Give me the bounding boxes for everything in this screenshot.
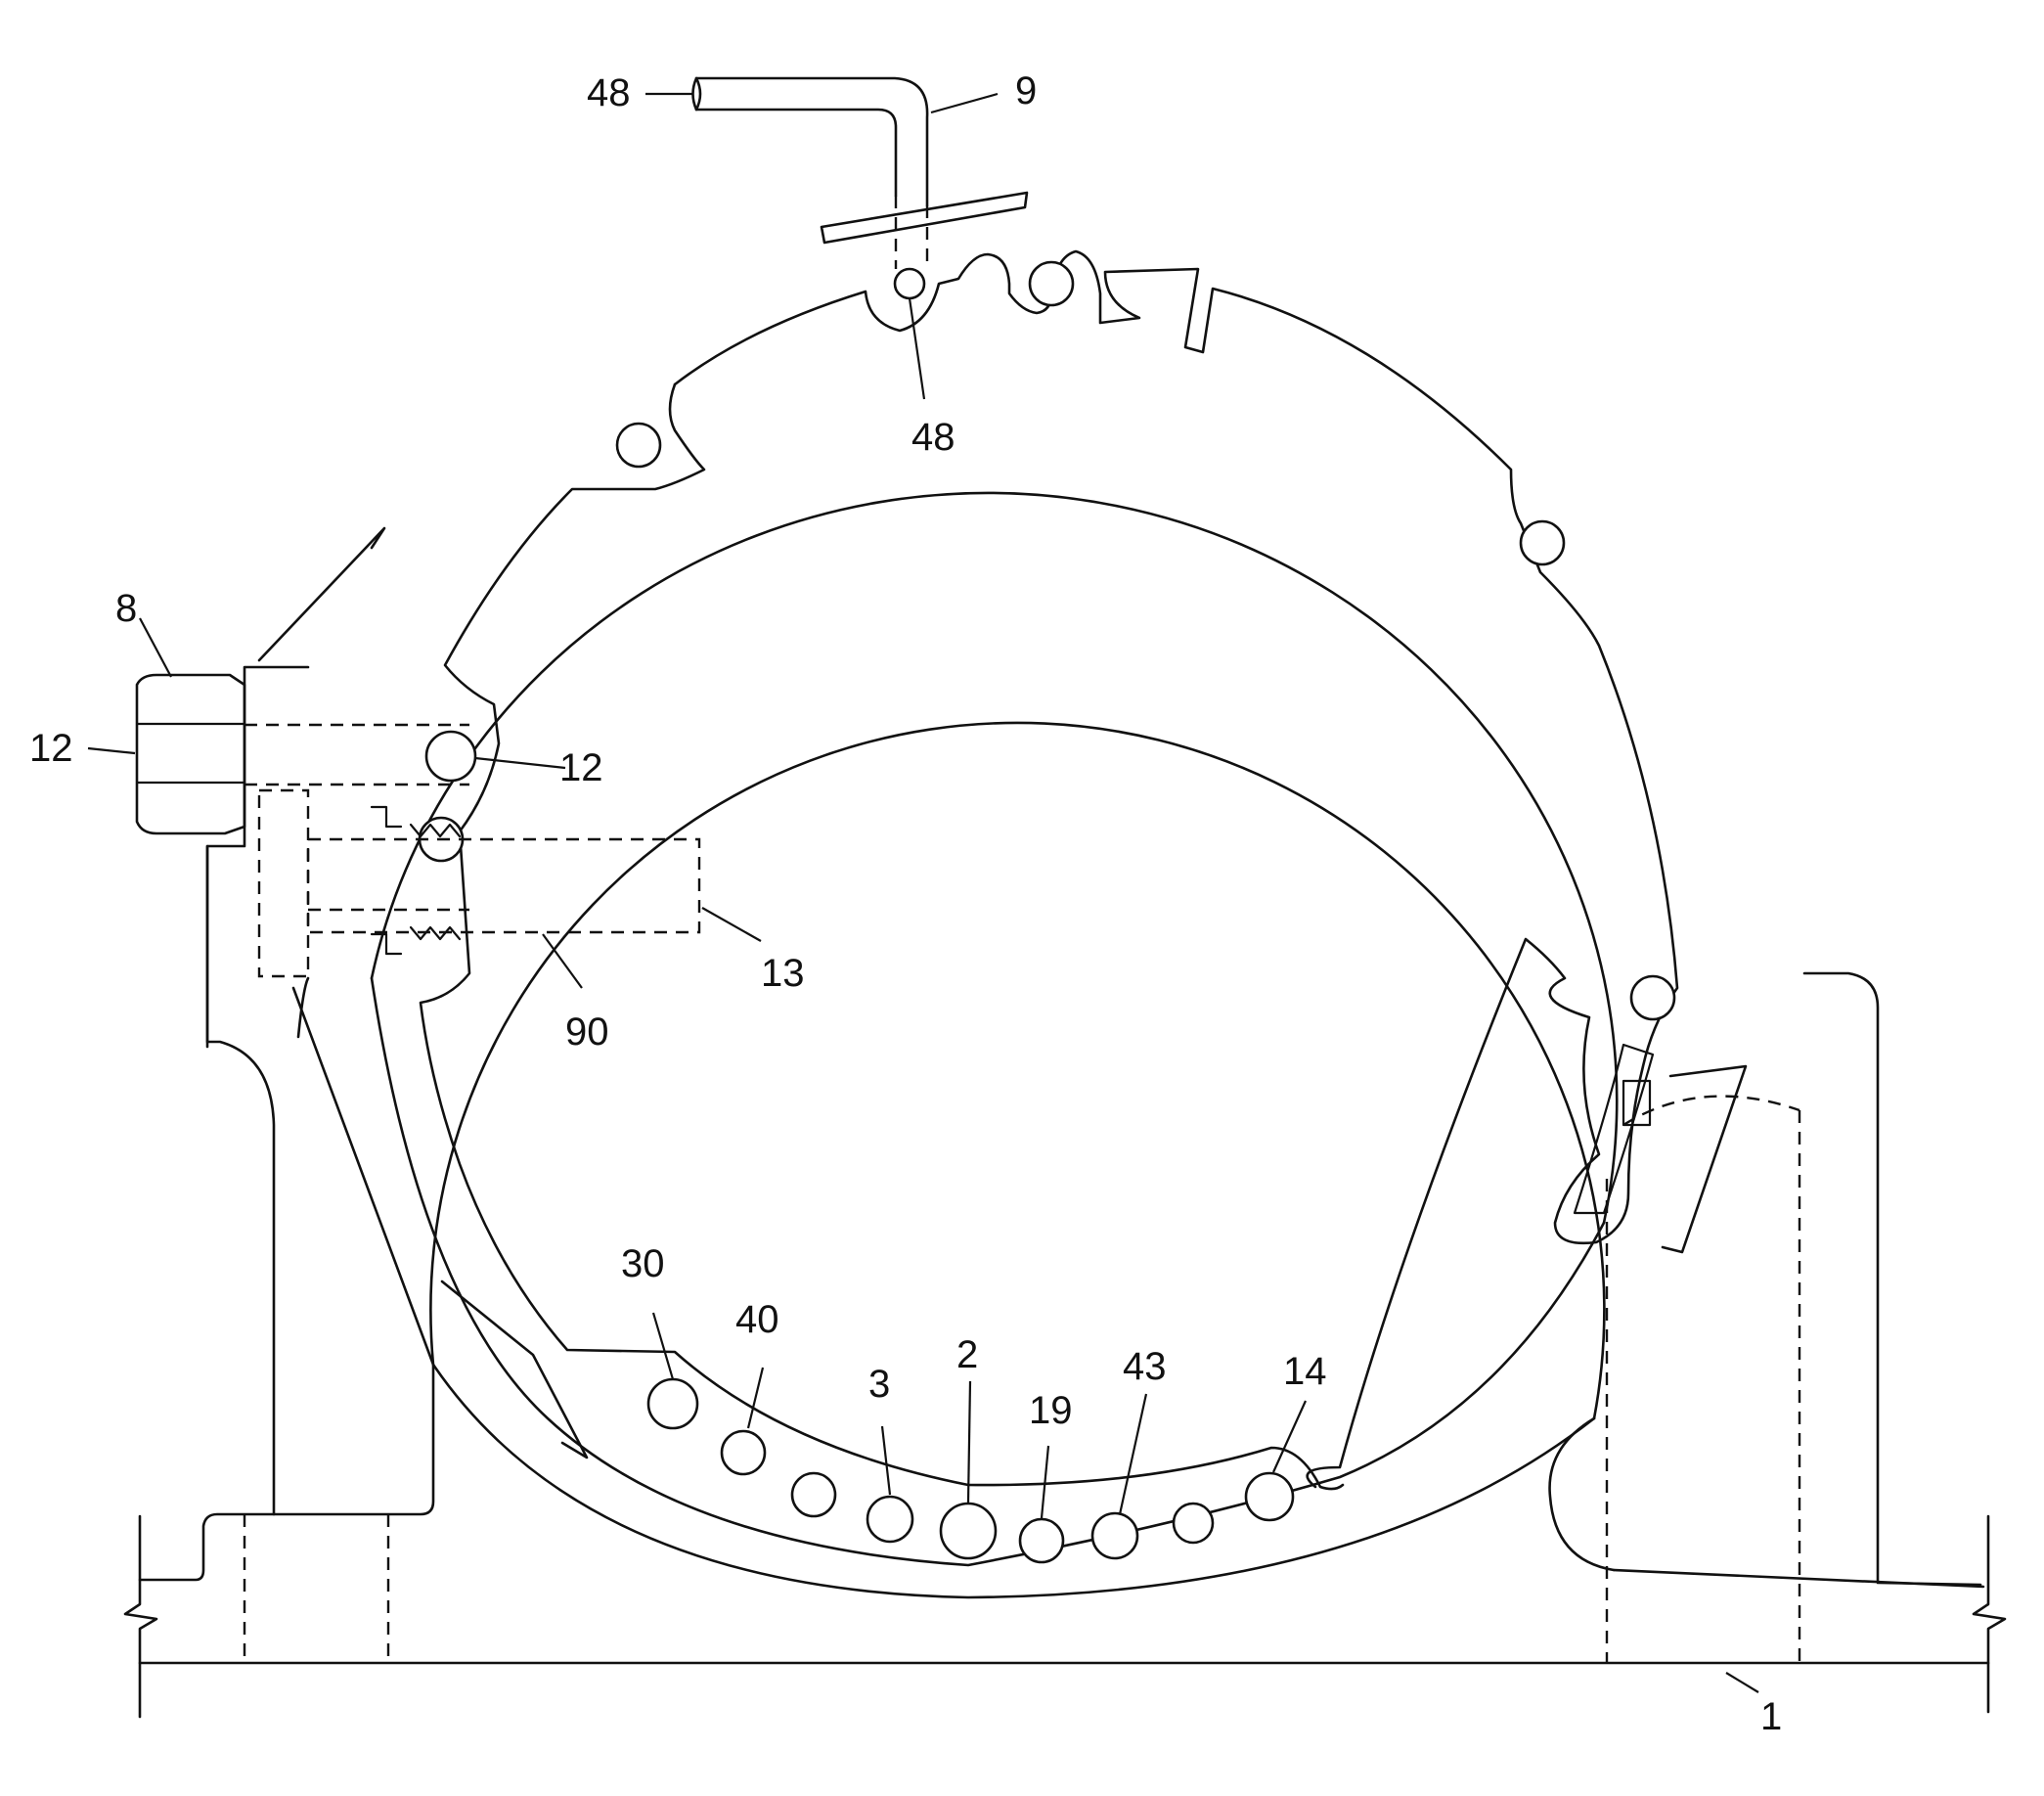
- hole-30: [646, 1377, 699, 1430]
- label-12-left: 12: [29, 727, 73, 770]
- hole-2: [939, 1502, 998, 1560]
- label-13: 13: [761, 952, 805, 995]
- label-8: 8: [115, 587, 137, 630]
- hole-3: [866, 1495, 914, 1544]
- label-1: 1: [1760, 1695, 1782, 1738]
- hole-40: [720, 1429, 767, 1476]
- label-48-top: 48: [587, 71, 631, 114]
- label-43: 43: [1123, 1345, 1167, 1388]
- base-plate: [123, 986, 2007, 1719]
- hole-14: [1244, 1471, 1295, 1522]
- label-30: 30: [621, 1242, 665, 1285]
- label-48-hole: 48: [911, 416, 955, 459]
- label-40: 40: [735, 1298, 779, 1341]
- hole-19: [1018, 1517, 1065, 1564]
- leader-lines: [87, 92, 1759, 1693]
- bottom-hole-row: [646, 1377, 1295, 1564]
- label-90: 90: [565, 1010, 609, 1054]
- hole-43: [1090, 1511, 1139, 1560]
- label-3: 3: [868, 1363, 890, 1406]
- pin-9: [691, 76, 929, 269]
- bolt-assembly: [135, 673, 701, 1049]
- label-14: 14: [1283, 1350, 1327, 1393]
- hole-extra-right: [1172, 1502, 1215, 1545]
- label-9: 9: [1015, 69, 1037, 112]
- left-pedestal: [205, 526, 390, 1663]
- label-12-right: 12: [559, 746, 603, 789]
- hole-extra-left: [790, 1471, 837, 1518]
- outer-ring: [370, 491, 1619, 1599]
- label-2: 2: [956, 1333, 978, 1376]
- label-19: 19: [1029, 1389, 1073, 1432]
- reference-numerals: 48 9 48 8 12 12 13 90 30 40 3 2 19 43 14…: [29, 69, 1782, 1738]
- inner-ring: [418, 191, 1748, 1491]
